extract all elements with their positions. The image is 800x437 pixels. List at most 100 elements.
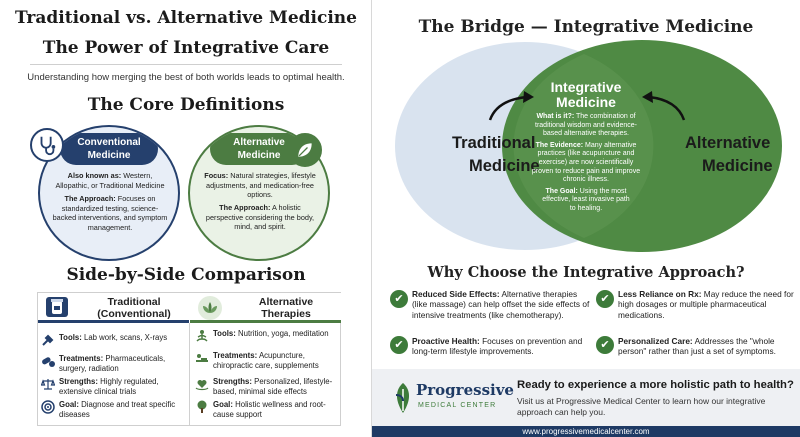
logo-subtitle: MEDICAL CENTER	[418, 402, 497, 409]
logo-leaf-icon	[395, 383, 410, 413]
check-icon: ✔	[390, 290, 408, 308]
why-item-label: Proactive Health:	[412, 336, 480, 346]
side-by-side-heading: Side-by-Side Comparison	[66, 265, 306, 285]
left-arrow-icon	[488, 95, 528, 121]
overlap-region	[513, 54, 654, 238]
why-item-text: May reduce the need for high dosages or …	[618, 289, 794, 320]
center-goal: The Goal: Using the most effective, leas…	[528, 188, 644, 214]
right-arrowhead-icon	[642, 91, 653, 103]
left-row-strengths-label: Strengths:	[59, 377, 98, 386]
progressive-logo: Progressive MEDICAL CENTER	[392, 379, 514, 417]
right-row-strengths-label: Strengths:	[213, 377, 252, 386]
check-icon: ✔	[596, 290, 614, 308]
why-item-text: Focuses on prevention and long-term life…	[412, 336, 583, 357]
alternative-approach-text: A holistic perspective considering the b…	[205, 203, 315, 232]
center-evidence-text: Many alternative practices (like acupunc…	[531, 141, 641, 184]
stethoscope-icon	[30, 128, 64, 162]
left-row-treatments-label: Treatments:	[59, 354, 104, 363]
center-what: What is it?: The combination of traditio…	[528, 113, 644, 139]
center-evidence-label: The Evidence:	[535, 141, 584, 149]
center-what-label: What is it?:	[536, 113, 575, 120]
cta-text: Visit us at Progressive Medical Center t…	[517, 396, 766, 417]
left-row-tools-text: Lab work, scans, X-rays	[83, 333, 168, 342]
why-item-proactive: Proactive Health: Focuses on prevention …	[412, 336, 592, 357]
right-row-goal: Goal: Holistic wellness and root-cause s…	[195, 400, 339, 419]
right-row-treatments-text: Acupuncture, chiropractic care, suppleme…	[213, 351, 319, 370]
header-alternative-label: Alternative Therapies	[236, 296, 336, 320]
cta-banner: Progressive MEDICAL CENTER Ready to expe…	[372, 369, 800, 426]
left-row-strengths: Strengths: Highly regulated, extensive c…	[41, 377, 187, 396]
website-footer[interactable]: www.progressivemedicalcenter.com	[372, 426, 800, 437]
main-title-line1: Traditional vs. Alternative Medicine	[15, 8, 357, 28]
right-row-tools: Tools: Nutrition, yoga, meditation	[195, 329, 339, 343]
target-icon	[41, 400, 55, 414]
right-row-tools-text: Nutrition, yoga, meditation	[237, 329, 329, 338]
why-item-label: Personalized Care:	[618, 336, 693, 346]
left-arrowhead-icon	[523, 91, 534, 103]
left-row-tools-label: Tools:	[59, 333, 82, 342]
check-icon: ✔	[390, 336, 408, 354]
why-item-personalized: Personalized Care: Addresses the "whole …	[618, 336, 794, 357]
website-link[interactable]: www.progressivemedicalcenter.com	[522, 427, 650, 436]
center-what-text: The combination of traditional wisdom an…	[535, 113, 637, 138]
left-row-strengths-text: Highly regulated, extensive clinical tri…	[59, 377, 159, 396]
left-row-goal-label: Goal:	[59, 400, 79, 409]
lotus-icon	[198, 296, 222, 320]
header-traditional-label: Traditional (Conventional)	[84, 296, 184, 320]
pill-bottle-icon	[46, 297, 68, 317]
header-traditional-line2: (Conventional)	[97, 308, 171, 320]
integrative-center-text: Integrative Medicine What is it?: The co…	[528, 80, 644, 214]
why-item-label: Reduced Side Effects:	[412, 289, 500, 299]
table-header-traditional: Traditional (Conventional)	[38, 293, 189, 323]
alternative-approach: The Approach: A holistic perspective con…	[202, 203, 318, 232]
traditional-label-line1: Traditional	[452, 134, 535, 152]
right-row-goal-label: Goal:	[213, 400, 233, 409]
alternative-label-line2: Medicine	[702, 157, 773, 175]
right-row-tools-label: Tools:	[213, 329, 236, 338]
conventional-aka: Also known as: Western, Allopathic, or T…	[52, 171, 168, 190]
left-panel: Traditional vs. Alternative Medicine The…	[0, 0, 372, 437]
massage-icon	[196, 354, 208, 362]
alternative-focus: Focus: Natural strategies, lifestyle adj…	[202, 171, 318, 200]
heart-hands-icon	[195, 380, 209, 391]
tools-icon	[42, 334, 54, 346]
conventional-circle: Conventional Medicine Also known as: Wes…	[38, 125, 180, 261]
left-row-treatments-text: Pharmaceuticals, surgery, radiation	[59, 354, 166, 373]
conventional-cap-line1: Conventional	[77, 137, 141, 148]
left-row-treatments: Treatments: Pharmaceuticals, surgery, ra…	[41, 354, 187, 373]
conventional-approach-text: Focuses on standardized testing, science…	[52, 194, 168, 232]
left-row-goal-text: Diagnose and treat specific diseases	[59, 400, 176, 419]
logo-name: Progressive	[416, 381, 514, 399]
center-goal-label: The Goal:	[545, 187, 578, 195]
main-title-line2: The Power of Integrative Care	[42, 38, 330, 58]
center-title-line2: Medicine	[556, 94, 616, 110]
focus-text: Natural strategies, lifestyle adjustment…	[206, 171, 316, 200]
header-alternative-line2: Therapies	[261, 308, 311, 320]
traditional-label-line2: Medicine	[469, 157, 540, 175]
conventional-approach: The Approach: Focuses on standardized te…	[52, 194, 168, 232]
meditation-icon	[196, 330, 208, 342]
aka-label: Also known as:	[67, 171, 122, 180]
right-row-treatments: Treatments: Acupuncture, chiropractic ca…	[195, 351, 339, 370]
header-alternative-line1: Alternative	[258, 296, 314, 308]
table-column-divider	[189, 323, 190, 425]
tree-icon	[197, 400, 207, 413]
right-panel: The Bridge — Integrative Medicine Tradit…	[372, 0, 800, 437]
why-heading: Why Choose the Integrative Approach?	[427, 264, 745, 281]
scale-icon	[41, 379, 55, 390]
integrative-venn-diagram: Traditional Medicine Alternative Medicin…	[395, 40, 782, 252]
leaf-icon	[288, 133, 322, 167]
conventional-approach-label: The Approach:	[64, 194, 116, 203]
focus-label: Focus:	[204, 171, 229, 180]
alternative-cap-line2: Medicine	[237, 150, 281, 161]
right-row-strengths-text: Personalized, lifestyle-based, minimal s…	[213, 377, 333, 396]
header-traditional-line1: Traditional	[107, 296, 161, 308]
left-row-goal: Goal: Diagnose and treat specific diseas…	[41, 400, 187, 419]
title-divider	[30, 64, 342, 65]
why-item-less-rx: Less Reliance on Rx: May reduce the need…	[618, 289, 794, 320]
core-definitions-heading: The Core Definitions	[87, 95, 285, 115]
alternative-approach-label: The Approach:	[219, 203, 271, 212]
left-row-tools: Tools: Lab work, scans, X-rays	[41, 333, 187, 347]
bridge-title: The Bridge — Integrative Medicine	[418, 17, 754, 37]
check-icon: ✔	[596, 336, 614, 354]
